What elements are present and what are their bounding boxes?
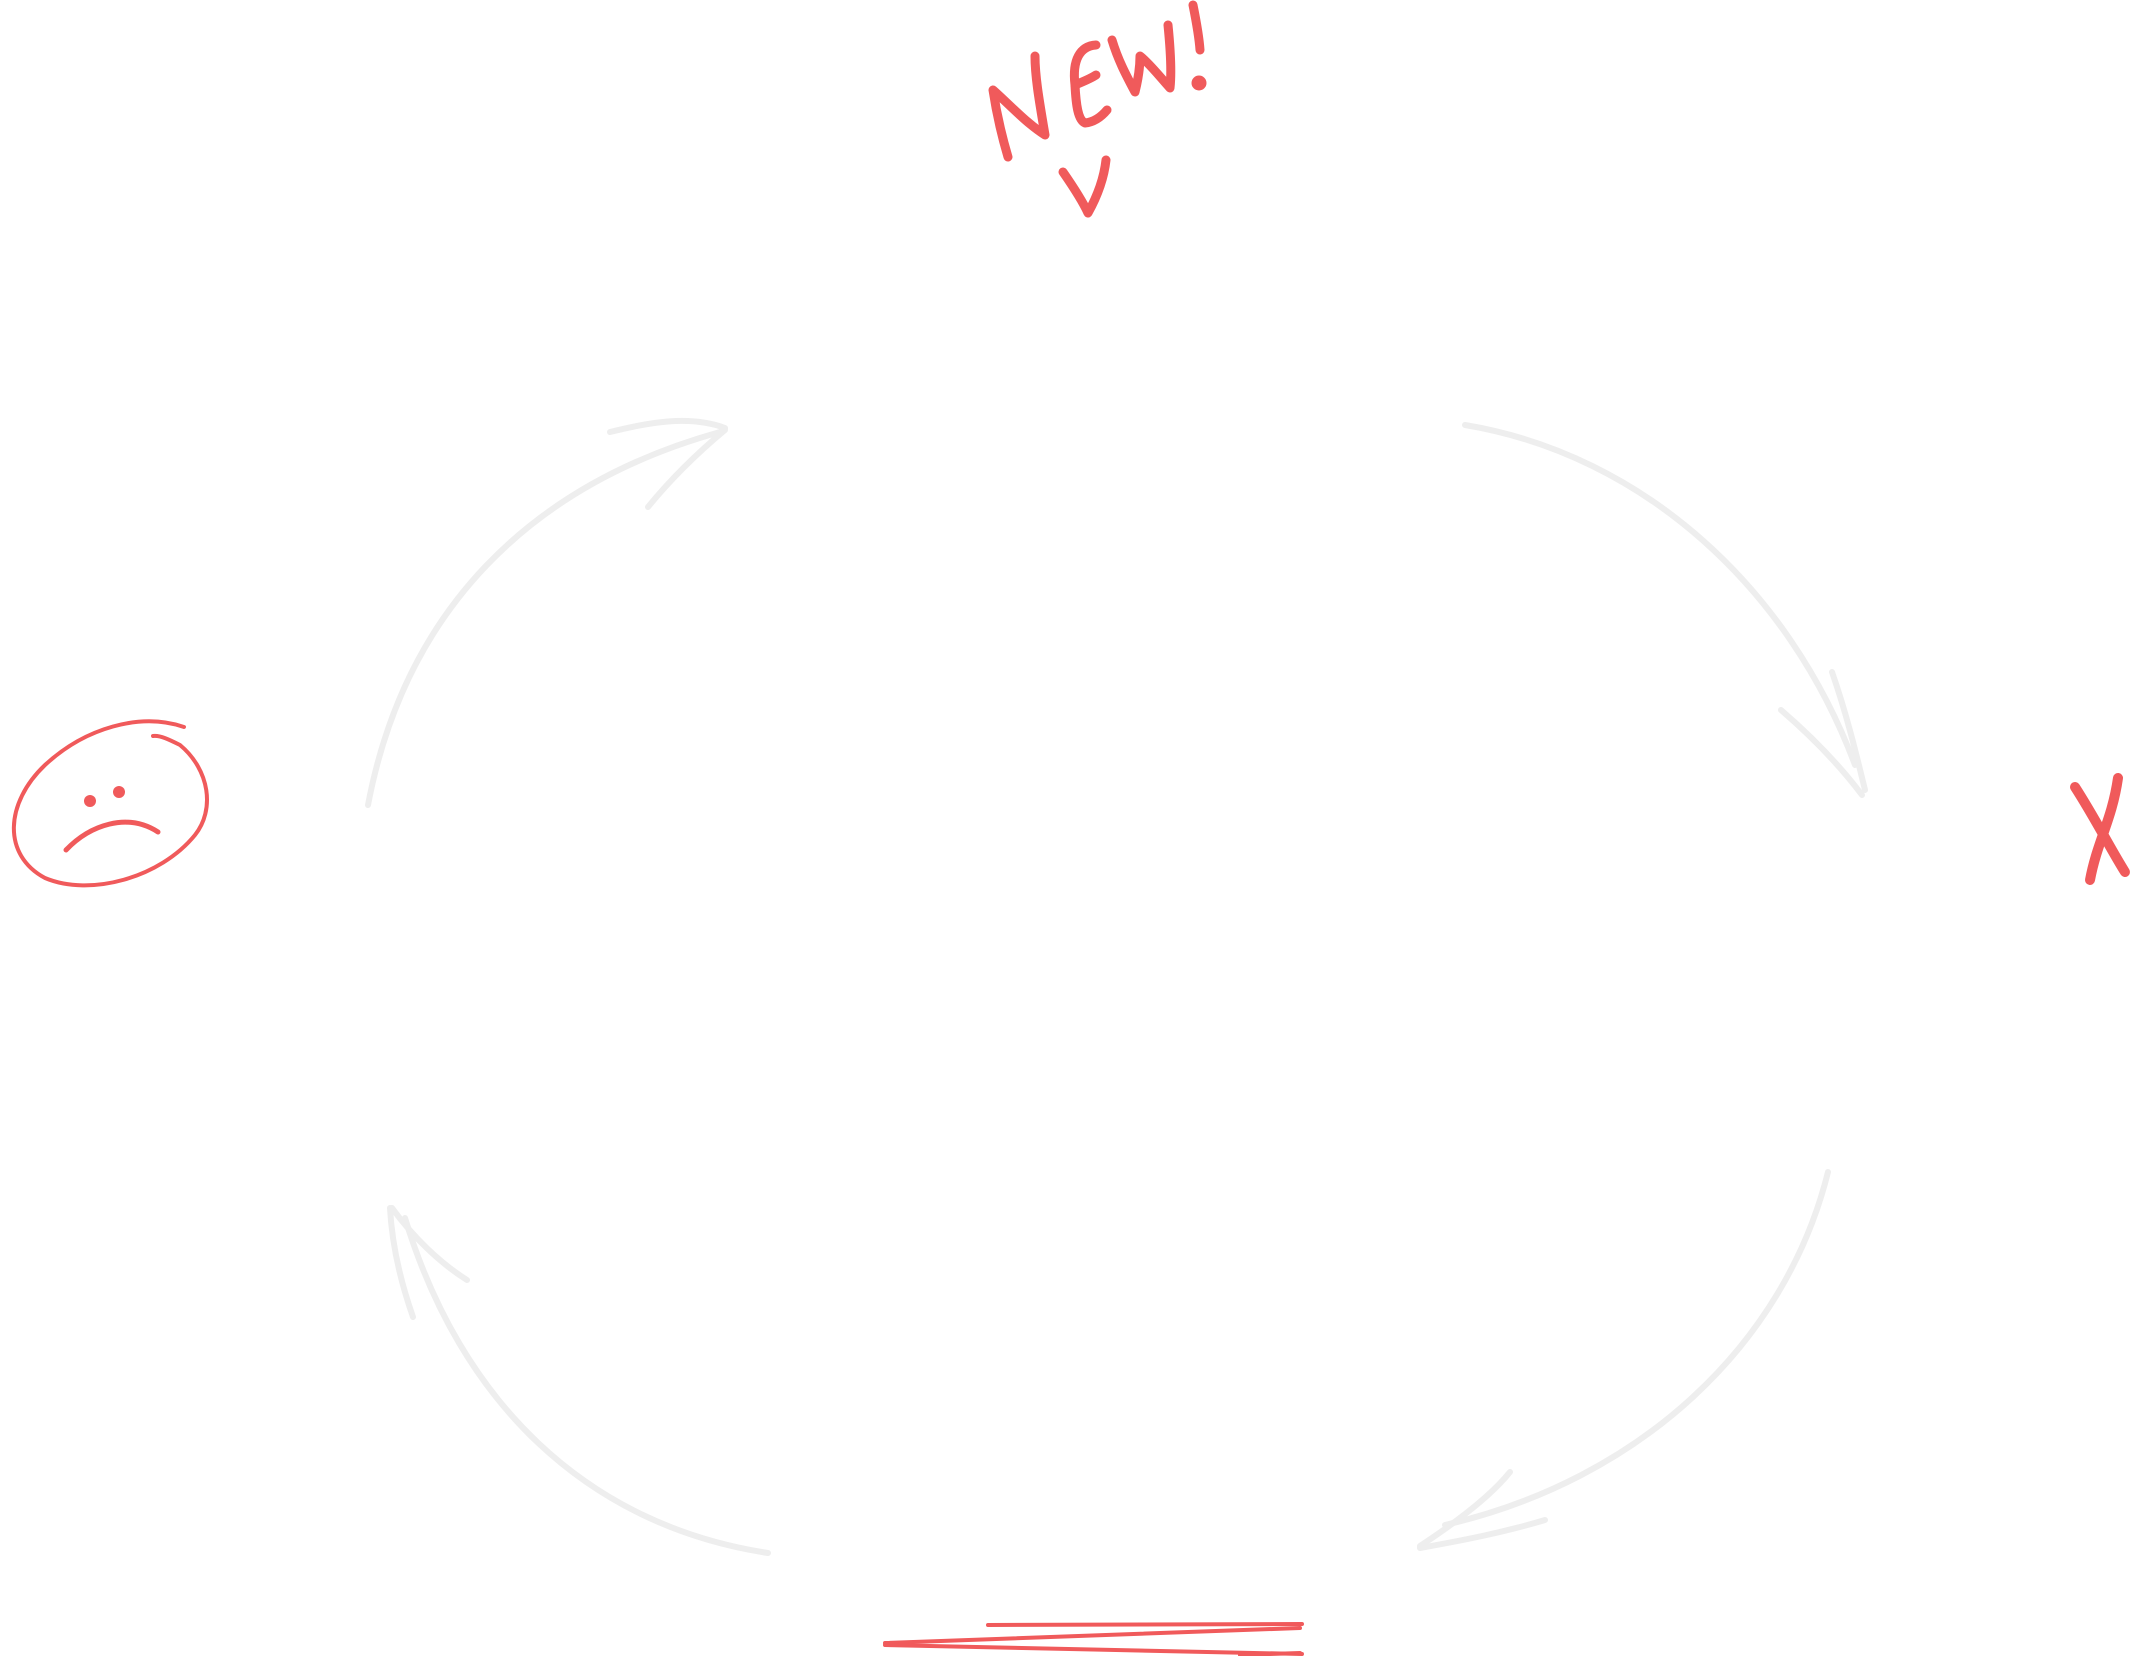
arrow-bottom-left: [387, 1205, 771, 1556]
arrow-top-left: [365, 417, 728, 808]
sad-face-doodle-icon: [11, 719, 209, 888]
x-mark-doodle-icon: [2070, 773, 2130, 885]
new-annotation: [988, 0, 1207, 218]
arrow-top-right: [1462, 422, 1868, 798]
cycle-arrows: [365, 417, 1868, 1556]
red-scribble-underline: [883, 1622, 1304, 1656]
arrow-bottom-right: [1417, 1169, 1831, 1551]
